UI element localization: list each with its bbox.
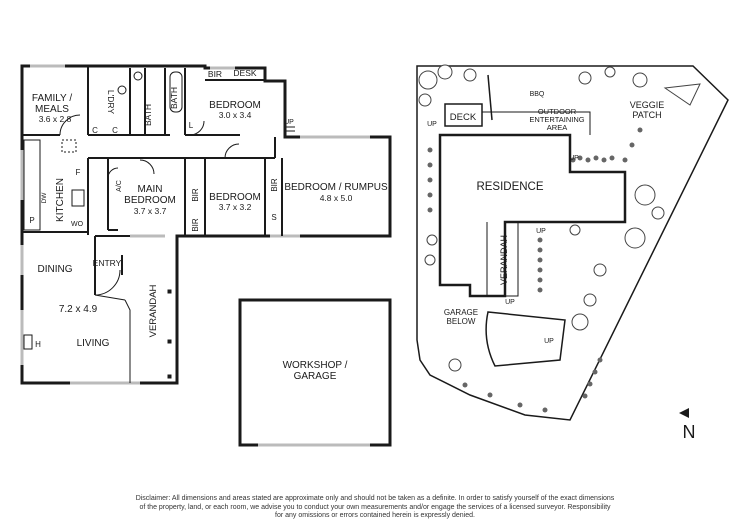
windows	[20, 64, 370, 385]
label-workshop-1: WORKSHOP /	[283, 360, 348, 371]
site-label-veggie-1: VEGGIE	[630, 100, 665, 110]
site-boundary	[416, 65, 729, 421]
label-bir-rumpus: BIR	[270, 178, 279, 192]
label-dw: DW	[41, 192, 48, 204]
label-bedroom-mid: BEDROOM	[209, 192, 261, 203]
kitchen-bench	[23, 139, 41, 231]
veggie-patch	[663, 83, 701, 106]
site-label-outdoor-3: AREA	[547, 123, 567, 132]
workshop-garage	[238, 298, 392, 447]
label-up-stairs: UP	[284, 119, 294, 126]
interior-walls	[22, 66, 283, 295]
residence	[438, 133, 627, 298]
label-desk: DESK	[233, 68, 256, 78]
site-label-outdoor-2: ENTERTAINING	[529, 115, 584, 124]
label-ac: A/C	[116, 180, 123, 192]
house-labels: FAMILY / MEALS 3.6 x 2.8 L'DRY BATH BATH…	[29, 68, 388, 382]
label-living: LIVING	[77, 338, 110, 349]
label-bir-top: BIR	[208, 69, 222, 79]
label-bir-main: BIR	[191, 188, 200, 202]
site-label-residence: RESIDENCE	[476, 181, 543, 193]
label-living-dim: 7.2 x 4.9	[59, 304, 98, 315]
label-l: L	[189, 121, 194, 130]
deck	[444, 103, 483, 127]
label-workshop-2: GARAGE	[294, 371, 337, 382]
stairs	[285, 126, 295, 132]
house-floor-plan	[20, 64, 392, 385]
hedge-dots	[427, 127, 643, 413]
site-label-up-3: UP	[536, 228, 546, 235]
label-main-bedroom-2: BEDROOM	[124, 195, 176, 206]
north-arrow: N	[679, 408, 696, 442]
site-label-up-2: UP	[569, 155, 579, 162]
label-bath-2: BATH	[169, 87, 179, 109]
site-label-garage-below-1: GARAGE	[444, 308, 478, 317]
site-label-up-4: UP	[505, 299, 515, 306]
island-dashed	[61, 139, 77, 153]
disclaimer-line-2: of the property, land, or each room, we …	[139, 503, 611, 511]
label-kitchen: KITCHEN	[55, 178, 66, 222]
disclaimer-line-3: for any omissions or errors contained he…	[275, 512, 475, 519]
site-label-veggie-2: PATCH	[632, 110, 661, 120]
residence-verandah	[486, 222, 519, 297]
label-main-bedroom-dim: 3.7 x 3.7	[134, 206, 167, 216]
north-arrow-icon	[679, 408, 689, 418]
label-main-bedroom-1: MAIN	[138, 184, 163, 195]
label-bedroom-top: BEDROOM	[209, 100, 261, 111]
label-rumpus: BEDROOM / RUMPUS	[284, 182, 388, 193]
site-label-verandah: VERANDAH	[499, 235, 509, 285]
bathtub	[169, 71, 183, 113]
label-family-meals-1: FAMILY /	[32, 93, 72, 104]
label-bedroom-mid-dim: 3.7 x 3.2	[219, 202, 252, 212]
label-p: P	[29, 216, 34, 225]
label-s: S	[271, 213, 276, 222]
site-label-deck: DECK	[450, 112, 477, 123]
disclaimer: Disclaimer: All dimensions and areas sta…	[110, 495, 640, 521]
north-label: N	[683, 422, 696, 442]
label-h: H	[35, 340, 41, 349]
site-labels: DECK BBQ OUTDOOR ENTERTAINING AREA VEGGI…	[427, 91, 664, 345]
label-entry: ENTRY	[93, 258, 122, 268]
label-family-meals-2: MEALS	[35, 104, 69, 115]
label-f: F	[76, 168, 81, 177]
stovetop	[71, 189, 85, 207]
garden-trees	[418, 64, 665, 372]
label-c1: C	[92, 126, 98, 135]
label-bath-1: BATH	[143, 104, 153, 126]
label-ldry: L'DRY	[106, 90, 116, 114]
verandah-area	[94, 289, 172, 383]
toilet	[117, 85, 127, 95]
label-dining: DINING	[38, 264, 73, 275]
disclaimer-line-1: Disclaimer: All dimensions and areas sta…	[135, 495, 615, 502]
outdoor-area-outline	[482, 111, 591, 135]
site-label-outdoor-1: OUTDOOR	[538, 107, 577, 116]
site-plan	[416, 64, 729, 421]
garden-path	[487, 74, 493, 121]
driveway	[485, 311, 566, 367]
basin	[133, 71, 143, 81]
site-label-garage-below-2: BELOW	[447, 317, 476, 326]
door-swings	[59, 114, 240, 296]
site-label-up-5: UP	[544, 338, 554, 345]
label-wo: WO	[71, 221, 84, 228]
label-bedroom-top-dim: 3.0 x 3.4	[219, 110, 252, 120]
label-verandah: VERANDAH	[148, 284, 159, 337]
site-label-bbq: BBQ	[530, 91, 545, 98]
house-outer-wall	[20, 64, 392, 385]
label-family-meals-dim: 3.6 x 2.8	[39, 114, 72, 124]
label-bir-mid: BIR	[191, 218, 200, 232]
heater	[23, 334, 33, 350]
label-rumpus-dim: 4.8 x 5.0	[320, 193, 353, 203]
site-label-up-1: UP	[427, 121, 437, 128]
label-c2: C	[112, 126, 118, 135]
